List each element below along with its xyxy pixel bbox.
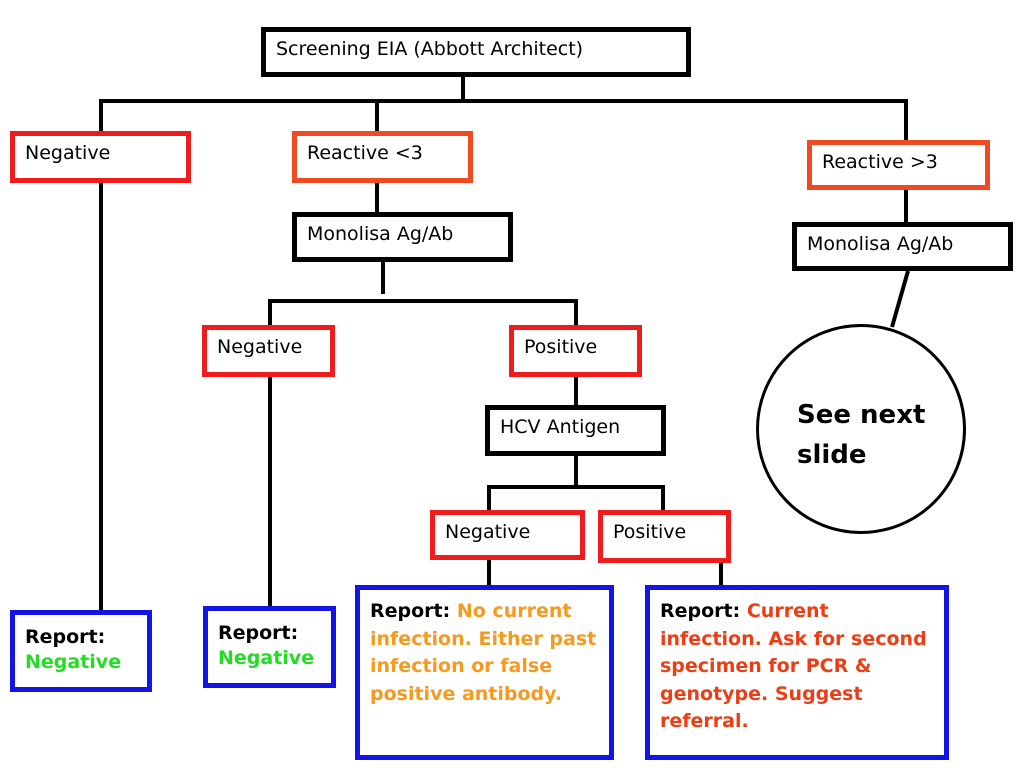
antigen-positive-box: Positive <box>598 510 731 563</box>
report-no-current-infection: Report: No current infection. Either pas… <box>355 585 614 760</box>
report-label-middle: Report: <box>218 622 299 644</box>
negative-label-middle: Negative <box>217 336 303 358</box>
report-label-current-infection: Report: <box>660 600 741 622</box>
report-negative-middle: Report: Negative <box>203 606 336 688</box>
antigen-negative-label: Negative <box>445 521 531 543</box>
monolisa-box-middle: Monolisa Ag/Ab <box>292 212 513 262</box>
report-value-left: Negative <box>25 650 122 673</box>
report-negative-left: Report: Negative <box>10 610 152 692</box>
screening-eia-box: Screening EIA (Abbott Architect) <box>261 27 691 77</box>
monolisa-box-right: Monolisa Ag/Ab <box>792 222 1013 271</box>
screening-eia-label: Screening EIA (Abbott Architect) <box>276 38 584 60</box>
negative-box-middle: Negative <box>202 325 335 377</box>
reactive-gt3-label: Reactive >3 <box>822 151 938 173</box>
report-current-infection: Report: Current infection. Ask for secon… <box>645 585 949 760</box>
antigen-negative-box: Negative <box>430 510 585 560</box>
negative-box-left: Negative <box>10 131 191 183</box>
reactive-lt3-box: Reactive <3 <box>292 131 473 183</box>
reactive-gt3-box: Reactive >3 <box>807 140 990 190</box>
report-value-no-infection: No current infection. Either past infect… <box>370 600 597 705</box>
report-value-middle: Negative <box>218 646 315 669</box>
monolisa-label-middle: Monolisa Ag/Ab <box>307 223 454 245</box>
see-next-slide-circle: See next slide <box>756 324 966 534</box>
negative-label-left: Negative <box>25 142 111 164</box>
antigen-positive-label: Positive <box>613 521 687 543</box>
monolisa-label-right: Monolisa Ag/Ab <box>807 233 954 255</box>
hcv-antigen-box: HCV Antigen <box>485 405 666 456</box>
report-value-current-infection: Current infection. Ask for second specim… <box>660 600 927 733</box>
positive-label-middle: Positive <box>524 336 598 358</box>
report-label-no-infection: Report: <box>370 600 451 622</box>
see-next-slide-label: See next slide <box>797 400 926 471</box>
reactive-lt3-label: Reactive <3 <box>307 142 423 164</box>
positive-box-middle: Positive <box>509 325 642 377</box>
report-label-left: Report: <box>25 626 106 648</box>
hcv-antigen-label: HCV Antigen <box>500 416 621 438</box>
